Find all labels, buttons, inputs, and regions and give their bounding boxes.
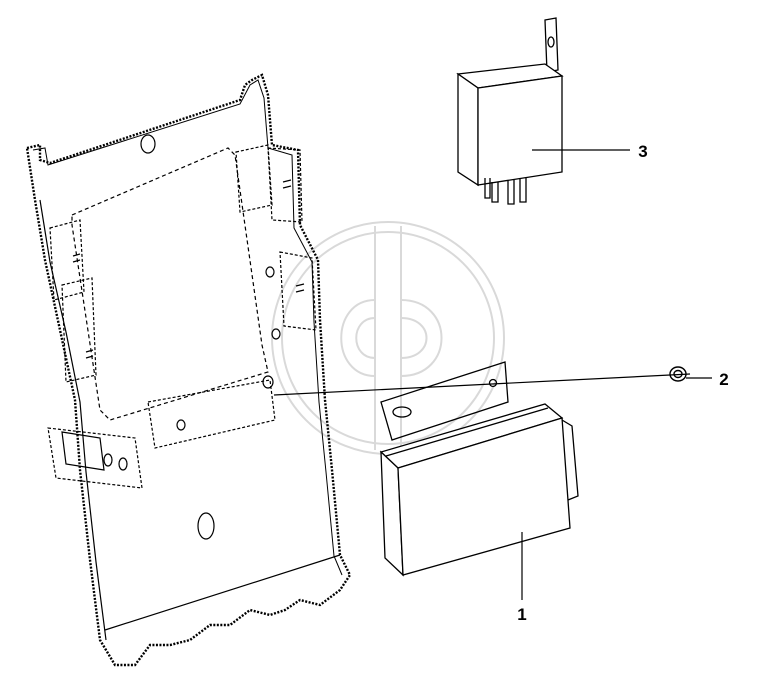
leader-lines [273,149,712,600]
relay [456,17,564,205]
callout-2: 2 [719,370,728,389]
mounting-bracket [25,73,352,667]
leader-line-2 [273,373,691,396]
callout-3: 3 [638,142,647,161]
control-module [379,361,579,577]
callout-1: 1 [517,605,526,624]
